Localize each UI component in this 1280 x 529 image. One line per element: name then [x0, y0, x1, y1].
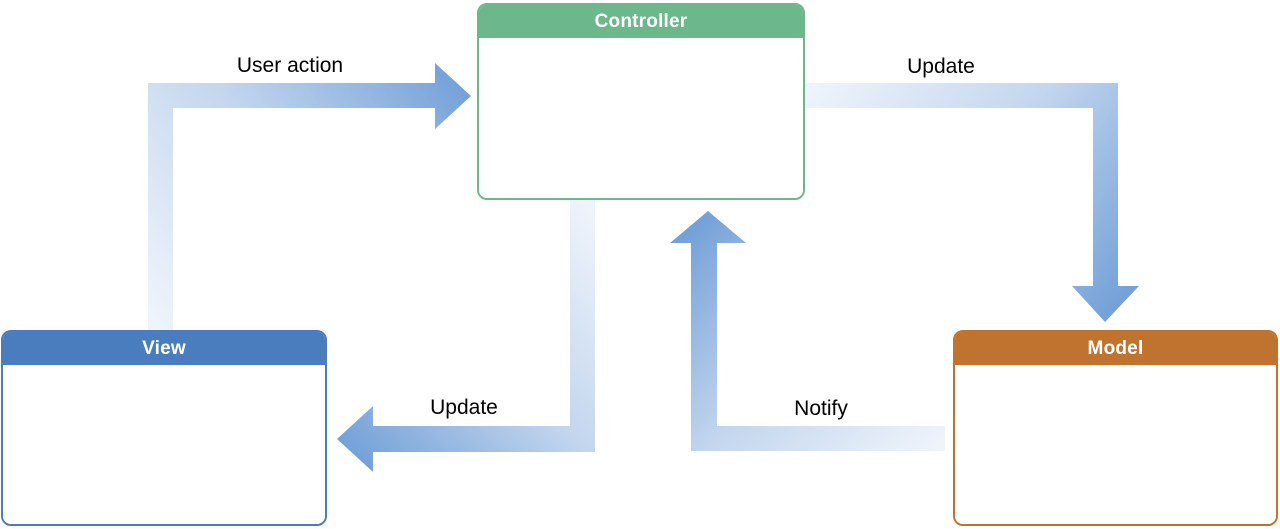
update-model-arrow	[805, 83, 1139, 322]
user-action-arrow-label: User action	[236, 54, 344, 77]
view-box-body	[3, 365, 325, 524]
controller-box-header: Controller	[479, 5, 803, 38]
model-box-header: Model	[955, 332, 1276, 365]
notify-arrow	[670, 211, 945, 451]
controller-box-title: Controller	[594, 10, 688, 32]
update-model-arrow-label: Update	[907, 55, 975, 78]
model-box: Model	[953, 330, 1278, 526]
update-view-arrow	[337, 200, 595, 472]
controller-box-body	[479, 38, 803, 198]
view-box-header: View	[3, 332, 325, 365]
update-view-arrow-label: Update	[430, 396, 498, 419]
model-box-body	[955, 365, 1276, 524]
user-action-arrow	[148, 63, 471, 330]
notify-arrow-label: Notify	[794, 397, 848, 420]
model-box-title: Model	[1087, 337, 1144, 359]
view-box: View	[1, 330, 327, 526]
view-box-title: View	[142, 337, 186, 359]
controller-box: Controller	[477, 3, 805, 200]
